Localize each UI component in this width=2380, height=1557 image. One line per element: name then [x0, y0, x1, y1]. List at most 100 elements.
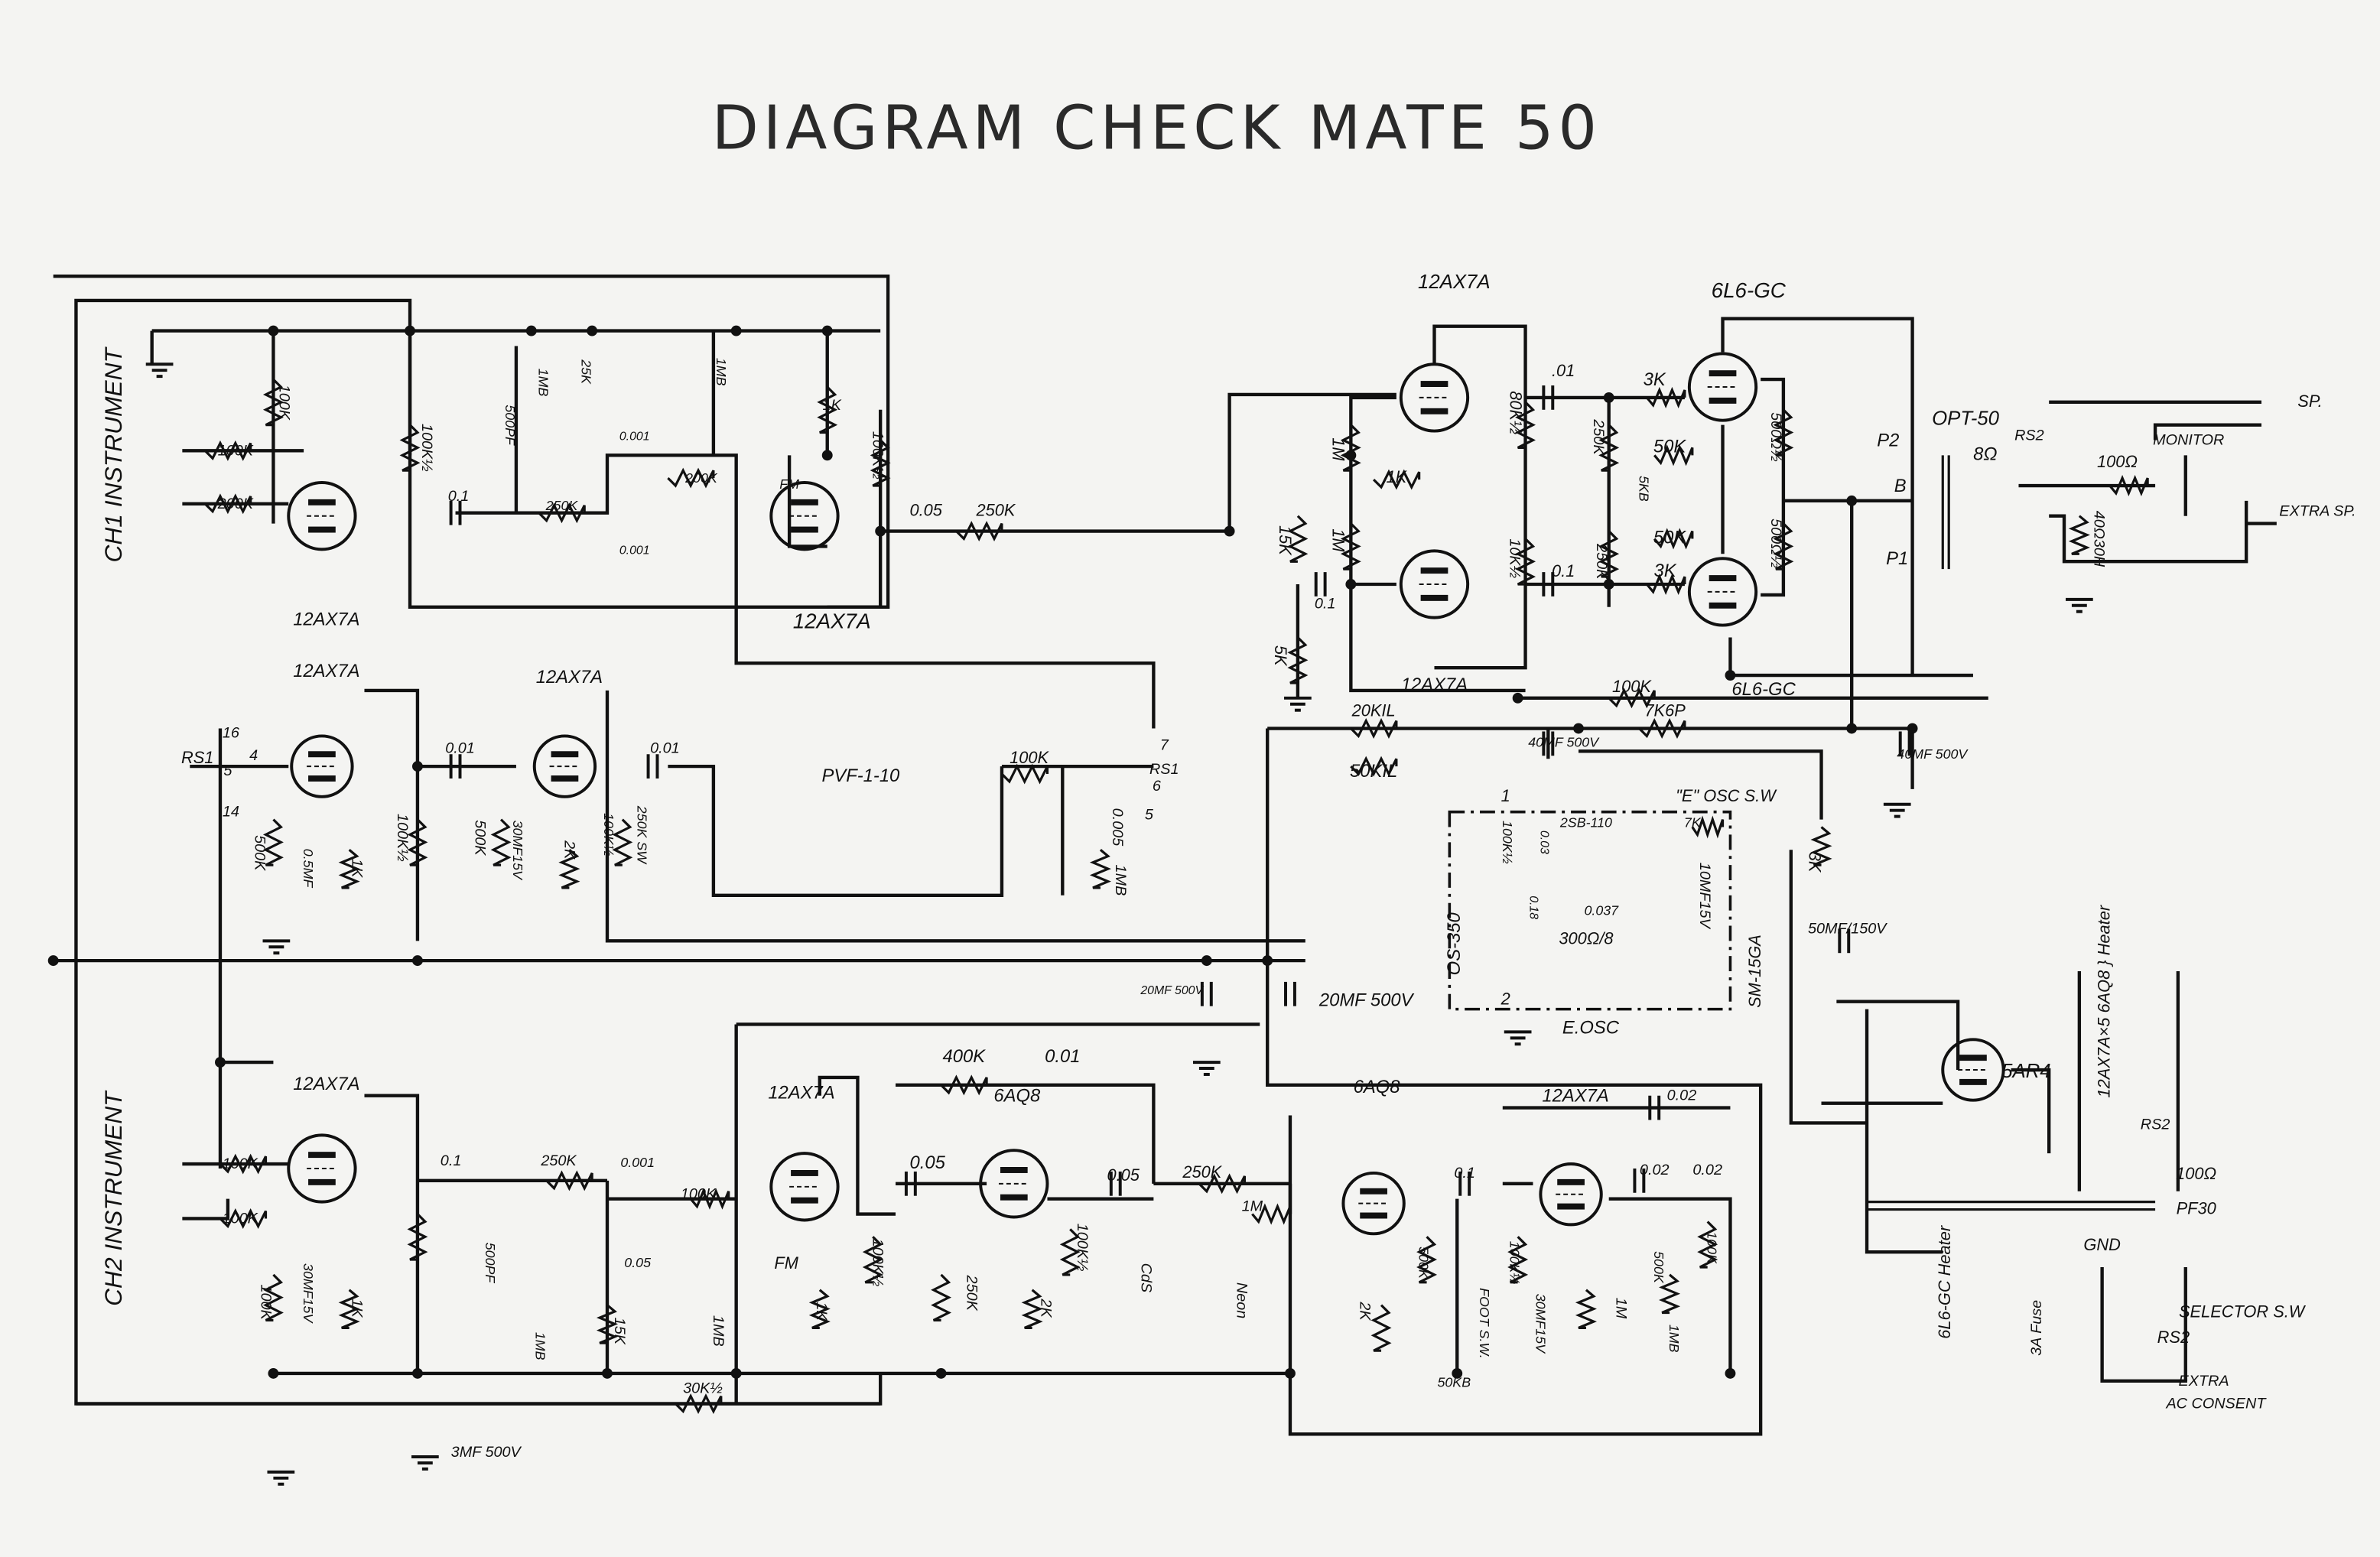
- resistor-icon: [1515, 401, 1536, 449]
- component-label: 10MF15V: [1696, 863, 1713, 930]
- resistor-icon: [338, 1289, 360, 1329]
- component-label: MONITOR: [2153, 431, 2224, 448]
- vacuum-tube-icon: [1687, 557, 1758, 627]
- component-label: 500Ω½: [1767, 412, 1784, 462]
- capacitor-icon: [1284, 981, 1296, 1006]
- component-label: 5: [1145, 807, 1154, 824]
- component-label: 0.01: [650, 739, 680, 756]
- component-label: FM: [779, 476, 799, 492]
- component-label: 1MB: [1666, 1325, 1682, 1353]
- component-label: 0.03: [1537, 831, 1550, 854]
- component-label: 6L6-GC: [1731, 679, 1796, 700]
- component-label: 0.02: [1667, 1087, 1697, 1104]
- vacuum-tube-icon: [532, 734, 597, 798]
- component-label: 8Ω: [1973, 444, 1997, 464]
- component-label: SP.: [2297, 392, 2322, 411]
- component-label: 3MF 500V: [451, 1444, 522, 1461]
- resistor-icon: [2068, 515, 2090, 555]
- capacitor-icon: [1838, 928, 1851, 954]
- junction-dot: [47, 955, 59, 967]
- component-label: 2K: [1038, 1298, 1055, 1318]
- vacuum-tube-icon: [769, 1152, 840, 1222]
- component-label: CH1 INSTRUMENT: [99, 346, 127, 562]
- junction-dot: [730, 1367, 742, 1379]
- component-label: SELECTOR S.W: [2179, 1302, 2307, 1321]
- vacuum-tube-icon: [1341, 1171, 1406, 1236]
- component-label: 2: [1501, 990, 1510, 1009]
- resistor-icon: [1773, 522, 1794, 570]
- resistor-icon: [262, 1273, 284, 1322]
- component-label: FOOT S.W.: [1477, 1288, 1492, 1359]
- vacuum-tube-icon: [287, 1133, 357, 1204]
- resistor-icon: [1287, 515, 1309, 563]
- resistor-icon: [862, 1236, 883, 1284]
- component-label: PVF-1-10: [821, 765, 900, 786]
- component-label: 100K½: [1500, 821, 1515, 864]
- component-label: 1M: [1613, 1298, 1630, 1319]
- component-label: 30K½: [683, 1380, 723, 1397]
- vacuum-tube-icon: [290, 734, 354, 798]
- component-label: 0.1: [448, 488, 470, 505]
- component-label: 100K½: [394, 814, 411, 862]
- component-label: RS2: [2014, 427, 2044, 444]
- capacitor-icon: [904, 1171, 917, 1196]
- resistor-icon: [1697, 1221, 1718, 1269]
- component-label: 0.05: [909, 501, 942, 520]
- resistor-icon: [1515, 538, 1536, 586]
- junction-dot: [1907, 723, 1918, 734]
- component-label: P1: [1886, 548, 1908, 569]
- component-label: 40Ω30H: [2091, 511, 2108, 567]
- ground-icon: [1504, 1030, 1532, 1046]
- component-label: 5AR4: [2001, 1061, 2051, 1082]
- component-label: 6AQ8: [1354, 1077, 1401, 1097]
- component-label: 12AX7A: [293, 1074, 359, 1094]
- vacuum-tubes: [287, 352, 2005, 1236]
- resistor-icon: [490, 818, 512, 866]
- component-label: 0.05: [1107, 1165, 1140, 1185]
- resistor-icon: [955, 521, 1003, 542]
- component-label: 0.01: [1045, 1046, 1080, 1067]
- component-label: 200K: [684, 470, 718, 486]
- resistor-icon: [1691, 815, 1725, 839]
- resistor-icon: [219, 1153, 268, 1175]
- component-label: 2K: [561, 840, 577, 860]
- component-label: 500PF: [502, 405, 518, 446]
- resistor-icon: [940, 1074, 988, 1096]
- junction-dot: [1201, 955, 1212, 967]
- capacitor-icon: [1633, 1168, 1646, 1193]
- component-label: 0.18: [1527, 896, 1540, 919]
- component-label: 250K: [1590, 418, 1607, 455]
- component-label: CdS: [1137, 1263, 1154, 1293]
- vacuum-tube-icon: [1539, 1162, 1603, 1227]
- component-label: 100K½: [1507, 1241, 1523, 1285]
- ground-icon: [1192, 1061, 1221, 1076]
- capacitor-icon: [1314, 572, 1327, 596]
- ground-icon: [1883, 802, 1911, 818]
- component-label: 3A Fuse: [2028, 1300, 2045, 1356]
- component-label: 250K SW: [635, 805, 650, 866]
- resistor-icon: [203, 493, 252, 515]
- resistor-icon: [1653, 444, 1694, 466]
- capacitor-icon: [646, 754, 659, 778]
- component-label: 20MF 500V: [1140, 984, 1204, 997]
- component-label: 12AX7A: [1542, 1086, 1608, 1107]
- vacuum-tube-icon: [1399, 549, 1470, 619]
- junction-dot: [602, 1367, 613, 1379]
- resistor-icon: [1251, 1203, 1292, 1225]
- resistor-icon: [407, 1213, 428, 1261]
- component-label: 2SB-110: [1559, 815, 1612, 831]
- component-label: 40MF 500V: [1528, 734, 1600, 749]
- junction-dot: [1573, 723, 1584, 734]
- junction-dot: [411, 1367, 423, 1379]
- components: [47, 325, 2149, 1486]
- component-label: 100K: [1705, 1231, 1720, 1264]
- component-label: 2K: [1356, 1301, 1373, 1321]
- component-label: 1MB: [536, 369, 551, 397]
- resistor-icon: [1638, 718, 1686, 739]
- resistor-icon: [612, 818, 633, 866]
- component-label: 7K: [1684, 815, 1702, 831]
- resistor-icon: [262, 818, 284, 866]
- junction-dot: [587, 325, 598, 336]
- junction-dot: [405, 325, 415, 336]
- junction-dot: [935, 1367, 947, 1379]
